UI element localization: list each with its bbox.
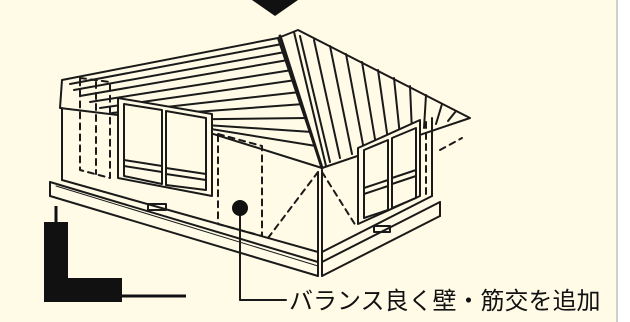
callout-leader bbox=[239, 207, 287, 301]
roof-hip-line-2 bbox=[293, 31, 327, 167]
roof-right-face bbox=[277, 29, 471, 169]
window-left-wall bbox=[117, 97, 213, 211]
l-corner-symbol bbox=[44, 206, 186, 302]
dashed-bracing-panel bbox=[217, 133, 263, 237]
callout-label: バランス良く壁・筋交を追加 bbox=[289, 287, 601, 315]
callout-dot bbox=[232, 200, 248, 216]
dashed-wall-panel-right bbox=[425, 121, 463, 197]
dashed-wall-panel-left bbox=[79, 77, 111, 179]
roof-hip-line bbox=[278, 34, 324, 170]
dashed-diagonal-brace bbox=[267, 171, 357, 239]
left-wall bbox=[49, 107, 323, 277]
down-arrow-icon bbox=[252, 0, 298, 16]
window-right-wall bbox=[357, 119, 421, 233]
